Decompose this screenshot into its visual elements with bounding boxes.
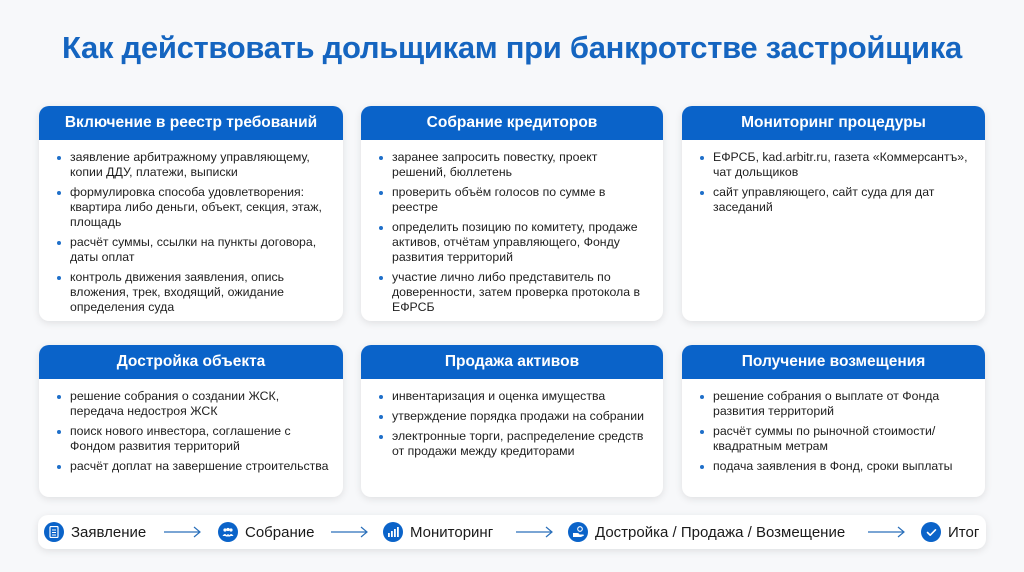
list-item: подача заявления в Фонд, сроки выплаты xyxy=(700,459,973,474)
card-heading: Получение возмещения xyxy=(682,345,985,379)
list-item: поиск нового инвестора, соглашение с Фон… xyxy=(57,424,331,454)
card-heading: Достройка объекта xyxy=(39,345,343,379)
arrow-right-icon xyxy=(331,526,368,538)
list-item: контроль движения заявления, опись вложе… xyxy=(57,270,331,315)
bar-chart-icon xyxy=(383,522,403,542)
card-heading: Мониторинг процедуры xyxy=(682,106,985,140)
card-registry-inclusion: Включение в реестр требований заявление … xyxy=(39,106,343,321)
flow-step-label: Итог xyxy=(948,523,980,541)
people-group-icon xyxy=(218,522,238,542)
list-item: ЕФРСБ, kad.arbitr.ru, газета «Коммерсант… xyxy=(700,150,973,180)
card-procedure-monitoring: Мониторинг процедуры ЕФРСБ, kad.arbitr.r… xyxy=(682,106,985,321)
list-item: решение собрания о создании ЖСК, передач… xyxy=(57,389,331,419)
arrow-right-icon xyxy=(164,526,201,538)
list-item: участие лично либо представитель по дове… xyxy=(379,270,651,315)
list-item: расчёт доплат на завершение строительств… xyxy=(57,459,331,474)
card-heading: Включение в реестр требований xyxy=(39,106,343,140)
list-item: расчёт суммы, ссылки на пункты договора,… xyxy=(57,235,331,265)
flow-step-result: Итог xyxy=(921,515,979,549)
list-item: электронные торги, распределение средств… xyxy=(379,429,651,459)
list-item: сайт управляющего, сайт суда для дат зас… xyxy=(700,185,973,215)
process-flow-bar: Заявление Собрание Мониторинг Достройка … xyxy=(38,515,986,549)
list-item: заявление арбитражному управляющему, коп… xyxy=(57,150,331,180)
flow-step-outcome-options: Достройка / Продажа / Возмещение xyxy=(568,515,845,549)
card-object-completion: Достройка объекта решение собрания о соз… xyxy=(39,345,343,497)
card-asset-sale: Продажа активов инвентаризация и оценка … xyxy=(361,345,663,497)
flow-step-monitoring: Мониторинг xyxy=(383,515,493,549)
list-item: заранее запросить повестку, проект решен… xyxy=(379,150,651,180)
card-heading: Собрание кредиторов xyxy=(361,106,663,140)
list-item: проверить объём голосов по сумме в реест… xyxy=(379,185,651,215)
arrow-right-icon xyxy=(516,526,553,538)
list-item: инвентаризация и оценка имущества xyxy=(379,389,651,404)
flow-step-label: Мониторинг xyxy=(410,523,494,541)
list-item: определить позицию по комитету, продаже … xyxy=(379,220,651,265)
flow-step-label: Заявление xyxy=(71,523,147,541)
card-compensation: Получение возмещения решение собрания о … xyxy=(682,345,985,497)
list-item: утверждение порядка продажи на собрании xyxy=(379,409,651,424)
flow-step-application: Заявление xyxy=(44,515,146,549)
card-creditors-meeting: Собрание кредиторов заранее запросить по… xyxy=(361,106,663,321)
card-heading: Продажа активов xyxy=(361,345,663,379)
list-item: расчёт суммы по рыночной стоимости/квадр… xyxy=(700,424,973,454)
flow-step-label: Собрание xyxy=(245,523,315,541)
list-item: формулировка способа удовлетворения: ква… xyxy=(57,185,331,230)
checkmark-icon xyxy=(921,522,941,542)
flow-step-label: Достройка / Продажа / Возмещение xyxy=(595,523,846,541)
document-icon xyxy=(44,522,64,542)
page-title: Как действовать дольщикам при банкротств… xyxy=(62,30,962,65)
arrow-right-icon xyxy=(868,526,905,538)
hand-coin-icon xyxy=(568,522,588,542)
list-item: решение собрания о выплате от Фонда разв… xyxy=(700,389,973,419)
flow-step-meeting: Собрание xyxy=(218,515,314,549)
